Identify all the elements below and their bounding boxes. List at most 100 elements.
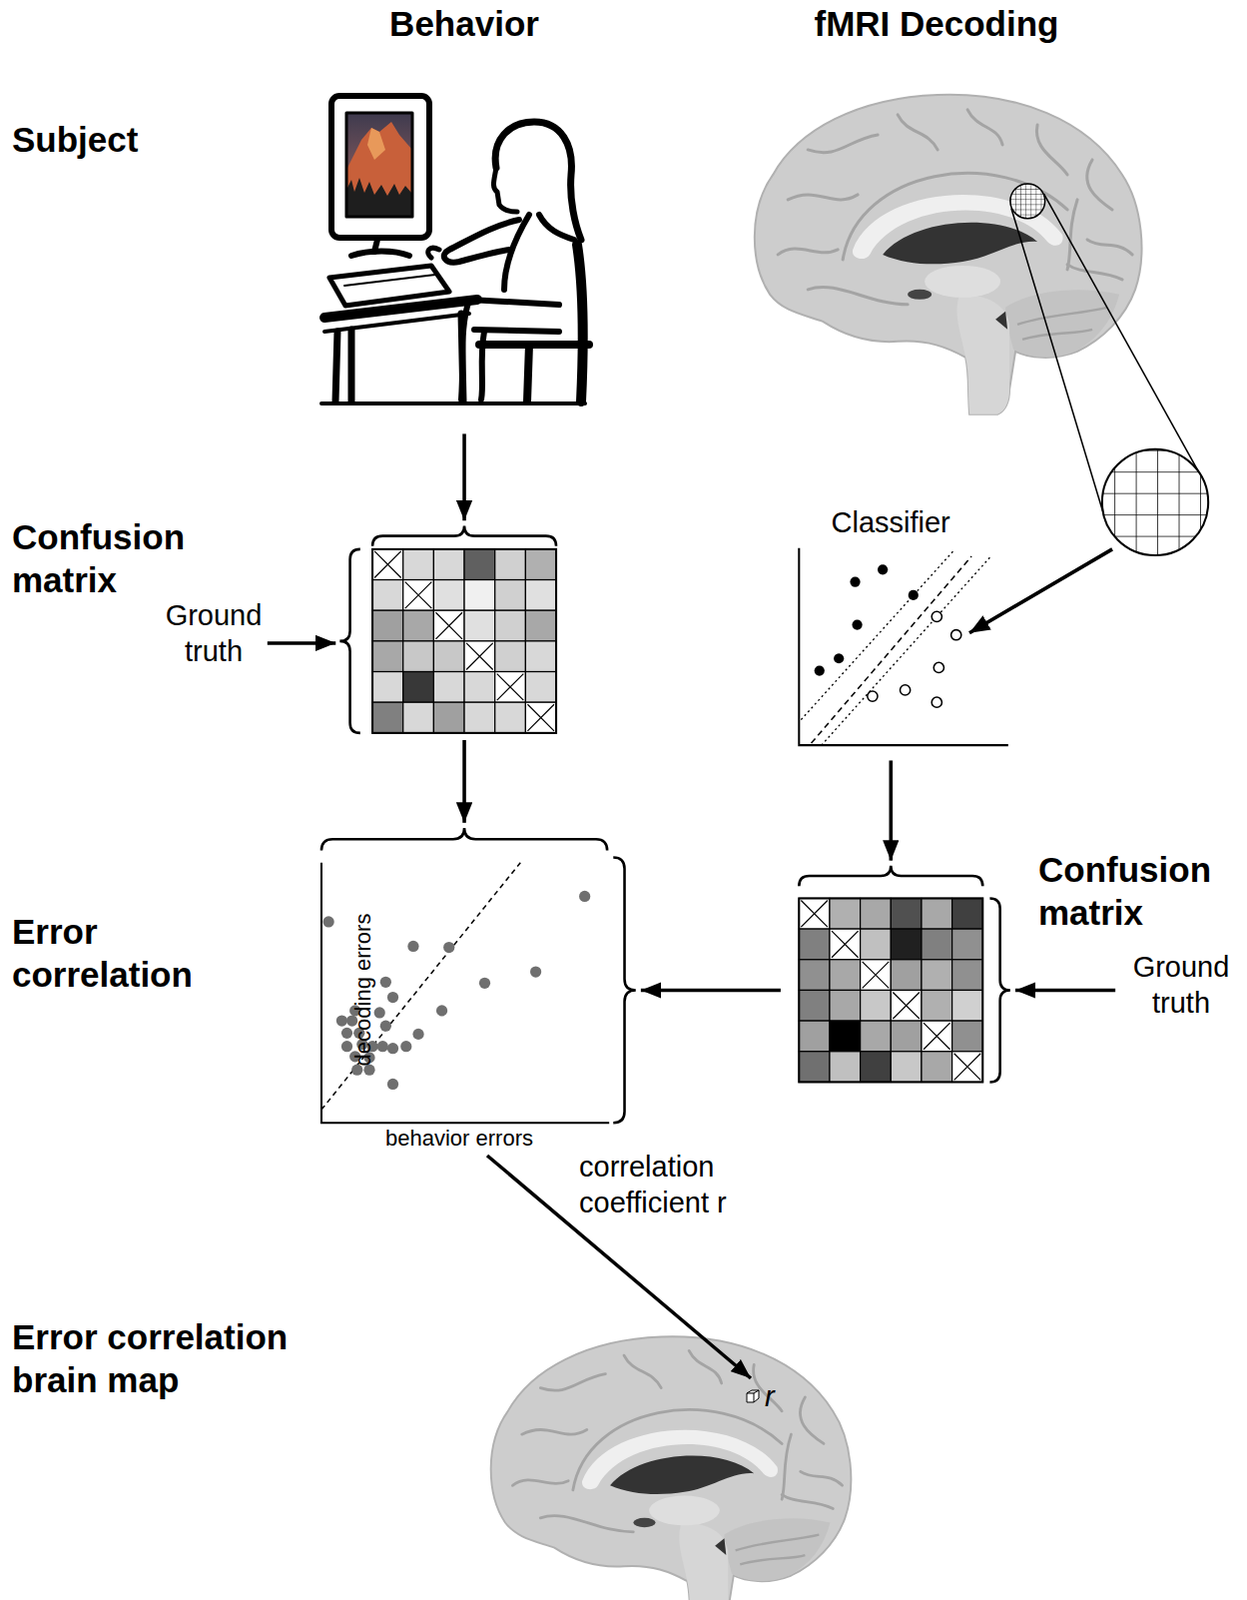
matrix-cell — [495, 640, 527, 672]
matrix-cell — [860, 928, 892, 960]
matrix-cell — [525, 671, 557, 703]
row-label: Confusion matrix — [11, 515, 212, 602]
subject-illustration — [321, 95, 590, 404]
matrix-cell — [495, 610, 527, 641]
matrix-cell — [798, 897, 830, 929]
class-point — [931, 611, 942, 622]
matrix-cell — [495, 701, 527, 733]
classifier-panel: Classifier — [793, 504, 989, 749]
matrix-border — [372, 549, 557, 733]
row-label: Error correlation brain map — [11, 1314, 322, 1401]
matrix-cell — [798, 989, 830, 1021]
matrix-cell — [433, 701, 465, 733]
matrix-cell — [433, 549, 465, 581]
scatter-point — [407, 940, 419, 952]
column-header: Behavior — [314, 1, 615, 45]
flow-arrow — [640, 988, 781, 993]
brain-illustration — [754, 94, 1143, 415]
matrix-cell — [403, 701, 435, 733]
matrix-cell — [464, 640, 496, 672]
matrix-cell — [525, 580, 557, 612]
diagonal-cross — [862, 961, 890, 989]
matrix-cell — [464, 701, 496, 733]
drawing-part — [493, 167, 518, 212]
matrix-cell — [495, 671, 527, 703]
matrix-cell — [403, 640, 435, 672]
drawing-part — [346, 112, 413, 217]
matrix-cell — [464, 580, 496, 612]
matrix-cell — [921, 989, 953, 1021]
curly-brace — [321, 827, 608, 850]
diagonal-cross — [892, 991, 920, 1019]
figure-group — [267, 94, 1209, 1600]
decision-line — [811, 556, 972, 743]
scatter-point — [380, 1020, 392, 1032]
scatter-point — [322, 915, 334, 927]
matrix-cell — [495, 549, 527, 581]
curly-brace — [613, 857, 635, 1124]
scatter-point — [400, 1040, 412, 1052]
diagonal-cross — [527, 703, 555, 731]
voxel-zoom — [1102, 449, 1209, 556]
matrix-cell — [921, 1051, 953, 1083]
matrix-cell — [921, 928, 953, 960]
input-label: Ground truth — [153, 597, 274, 669]
row-label: Subject — [11, 117, 272, 161]
drawing-part — [329, 265, 450, 306]
curly-brace — [339, 549, 360, 733]
matrix-cell — [952, 928, 984, 960]
edge-label: correlation coefficient r — [579, 1148, 759, 1221]
scatter-point — [412, 1028, 424, 1040]
drawing-part — [428, 247, 440, 258]
matrix-cell — [372, 671, 404, 703]
scatter-point — [436, 1004, 448, 1016]
panel-title: Classifier — [831, 504, 951, 541]
diagonal-cross — [497, 673, 525, 701]
scatter-point — [387, 1042, 399, 1054]
matrix-cell — [829, 897, 861, 929]
voxel-patch — [1010, 183, 1046, 219]
confusion-matrix — [798, 897, 983, 1082]
matrix-cell — [921, 1020, 953, 1052]
matrix-border — [798, 897, 983, 1082]
drawing-part — [469, 299, 560, 332]
matrix-cell — [952, 1020, 984, 1052]
axis-label: decoding errors — [350, 913, 377, 1067]
voxel-patch — [1010, 183, 1046, 219]
flow-arrow — [1015, 988, 1116, 993]
flow-arrow — [267, 640, 336, 645]
voxel-zoom — [1102, 449, 1209, 556]
class-point — [849, 576, 860, 587]
matrix-cell — [372, 610, 404, 641]
brain-illustration — [491, 1335, 852, 1600]
drawing-part — [367, 127, 386, 160]
class-point — [951, 629, 962, 640]
drawing-part — [324, 313, 470, 332]
matrix-cell — [433, 610, 465, 641]
matrix-cell — [433, 671, 465, 703]
curly-brace — [372, 525, 557, 546]
drawing-part — [321, 401, 586, 406]
scatter-point — [387, 1078, 399, 1090]
scatter-point — [380, 976, 392, 988]
matrix-cell — [890, 1051, 922, 1083]
scatter-point — [579, 890, 591, 902]
diagonal-cross — [374, 551, 402, 579]
drawing-part — [504, 214, 530, 290]
matrix-cell — [890, 959, 922, 991]
drawing-part — [577, 244, 584, 402]
matrix-cell — [952, 1051, 984, 1083]
matrix-cell — [464, 671, 496, 703]
drawing-part — [351, 251, 410, 257]
flow-arrow — [969, 549, 1113, 633]
matrix-cell — [433, 640, 465, 672]
class-point — [908, 590, 919, 601]
scatter-point — [479, 977, 491, 989]
matrix-cell — [372, 640, 404, 672]
column-header: fMRI Decoding — [786, 1, 1087, 45]
matrix-cell — [890, 989, 922, 1021]
drawing-part — [344, 274, 436, 286]
voxel-value: r — [764, 1379, 775, 1412]
matrix-cell — [952, 959, 984, 991]
